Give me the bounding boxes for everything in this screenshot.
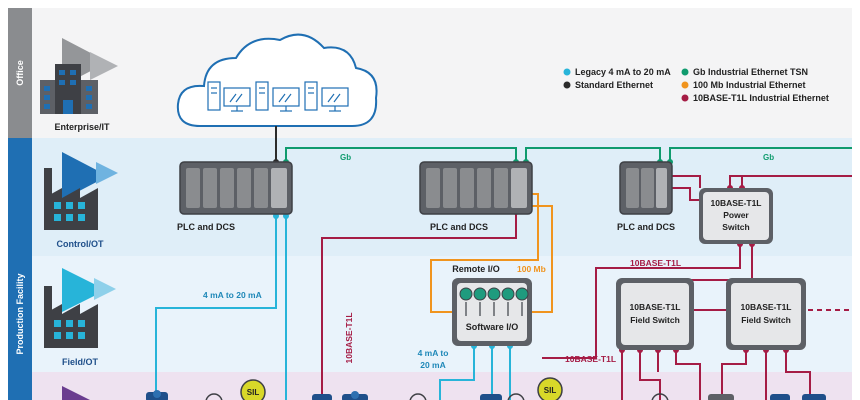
sil-badge-1-label: SIL <box>247 388 260 397</box>
sil-badge-icon: SIL <box>537 377 563 400</box>
link-t1l-vertical-label: 10BASE-T1L <box>344 312 354 363</box>
cloud-icon <box>176 33 378 127</box>
server-icon <box>207 81 318 111</box>
legend-swatch-100mb <box>681 81 689 89</box>
link-legacy-remote-io <box>439 346 511 400</box>
plc2-label: PLC and DCS <box>430 222 488 232</box>
sidebar-office-label: Office <box>15 60 25 86</box>
link-100mb <box>430 193 553 313</box>
remote-io-module[interactable]: Software I/O <box>452 278 532 346</box>
field-instrument-icon[interactable] <box>802 394 826 400</box>
legend: Legacy 4 mA to 20 mA Standard Ethernet G… <box>563 67 829 103</box>
field-tier-band <box>32 256 852 372</box>
link-ma-left-label: 4 mA to 20 mA <box>203 290 262 300</box>
link-ma-mid-label-1: 4 mA to <box>418 348 449 358</box>
legend-gb: Gb Industrial Ethernet TSN <box>693 67 808 77</box>
link-legacy-left <box>155 216 287 400</box>
power-switch-line1: 10BASE-T1L <box>710 198 761 208</box>
legend-swatch-legacy <box>563 68 571 76</box>
link-t1l-plc2 <box>321 212 517 400</box>
power-switch-line3: Switch <box>722 222 749 232</box>
field-instrument-icon[interactable] <box>409 393 427 400</box>
monitor-icon <box>223 87 349 112</box>
power-switch-line2: Power <box>723 210 749 220</box>
legend-standard: Standard Ethernet <box>575 80 653 90</box>
link-t1l-drops <box>621 350 811 400</box>
software-io-label: Software I/O <box>466 322 519 332</box>
link-100mb-label: 100 Mb <box>517 264 546 274</box>
sil-badge-2-label: SIL <box>544 386 557 395</box>
factory-icon-control <box>44 152 118 230</box>
field-instrument-icon[interactable] <box>507 393 525 400</box>
sidebar-production <box>8 138 32 400</box>
field-switch-2-line2: Field Switch <box>741 315 791 325</box>
sidebar-office <box>8 8 32 138</box>
link-t1l-bottom-label: 10BASE-T1L <box>565 354 616 364</box>
plc-icon[interactable] <box>619 161 673 215</box>
field-instrument-icon[interactable] <box>146 390 168 400</box>
field-instrument-icon[interactable] <box>651 393 669 400</box>
link-ma-mid-label-2: 20 mA <box>420 360 446 370</box>
tier-enterprise-label: Enterprise/IT <box>54 122 110 132</box>
link-gb-left-label: Gb <box>340 153 351 162</box>
plc1-label: PLC and DCS <box>177 222 235 232</box>
legend-swatch-t1l <box>681 94 689 102</box>
link-gb-right-label: Gb <box>763 153 774 162</box>
plc3-label: PLC and DCS <box>617 222 675 232</box>
field-instrument-icon[interactable] <box>480 394 502 400</box>
field-switch-2[interactable]: 10BASE-T1L Field Switch <box>726 278 806 350</box>
link-t1l-top-label: 10BASE-T1L <box>630 258 681 268</box>
field-instrument-icon[interactable] <box>342 391 368 400</box>
legend-legacy: Legacy 4 mA to 20 mA <box>575 67 671 77</box>
plc-icon[interactable] <box>179 161 293 215</box>
enterprise-tier-band <box>32 8 852 138</box>
field-instrument-icon[interactable] <box>708 394 734 400</box>
legend-swatch-standard <box>563 81 571 89</box>
link-t1l-plc3-power <box>660 175 701 201</box>
field-switch-1[interactable]: 10BASE-T1L Field Switch <box>616 278 694 350</box>
sidebar-production-label: Production Facility <box>15 273 25 354</box>
tier-control-label: Control/OT <box>57 239 104 249</box>
field-instrument-icon[interactable] <box>770 394 790 400</box>
power-switch[interactable]: 10BASE-T1L Power Switch <box>699 188 773 244</box>
field-switch-1-line2: Field Switch <box>630 315 680 325</box>
legend-swatch-gb <box>681 68 689 76</box>
factory-icon-device <box>62 386 90 400</box>
factory-icon-field <box>44 268 116 348</box>
sil-badge-icon: SIL <box>240 379 266 400</box>
field-instrument-icon[interactable] <box>312 394 332 400</box>
field-switch-1-line1: 10BASE-T1L <box>629 302 680 312</box>
field-switch-2-line1: 10BASE-T1L <box>740 302 791 312</box>
tier-field-label: Field/OT <box>62 357 99 367</box>
plc-icon[interactable] <box>419 161 533 215</box>
legend-t1l: 10BASE-T1L Industrial Ethernet <box>693 93 829 103</box>
remote-io-label: Remote I/O <box>452 264 500 274</box>
field-instrument-icon[interactable] <box>205 393 223 400</box>
office-building-icon <box>40 38 118 114</box>
legend-100mb: 100 Mb Industrial Ethernet <box>693 80 806 90</box>
